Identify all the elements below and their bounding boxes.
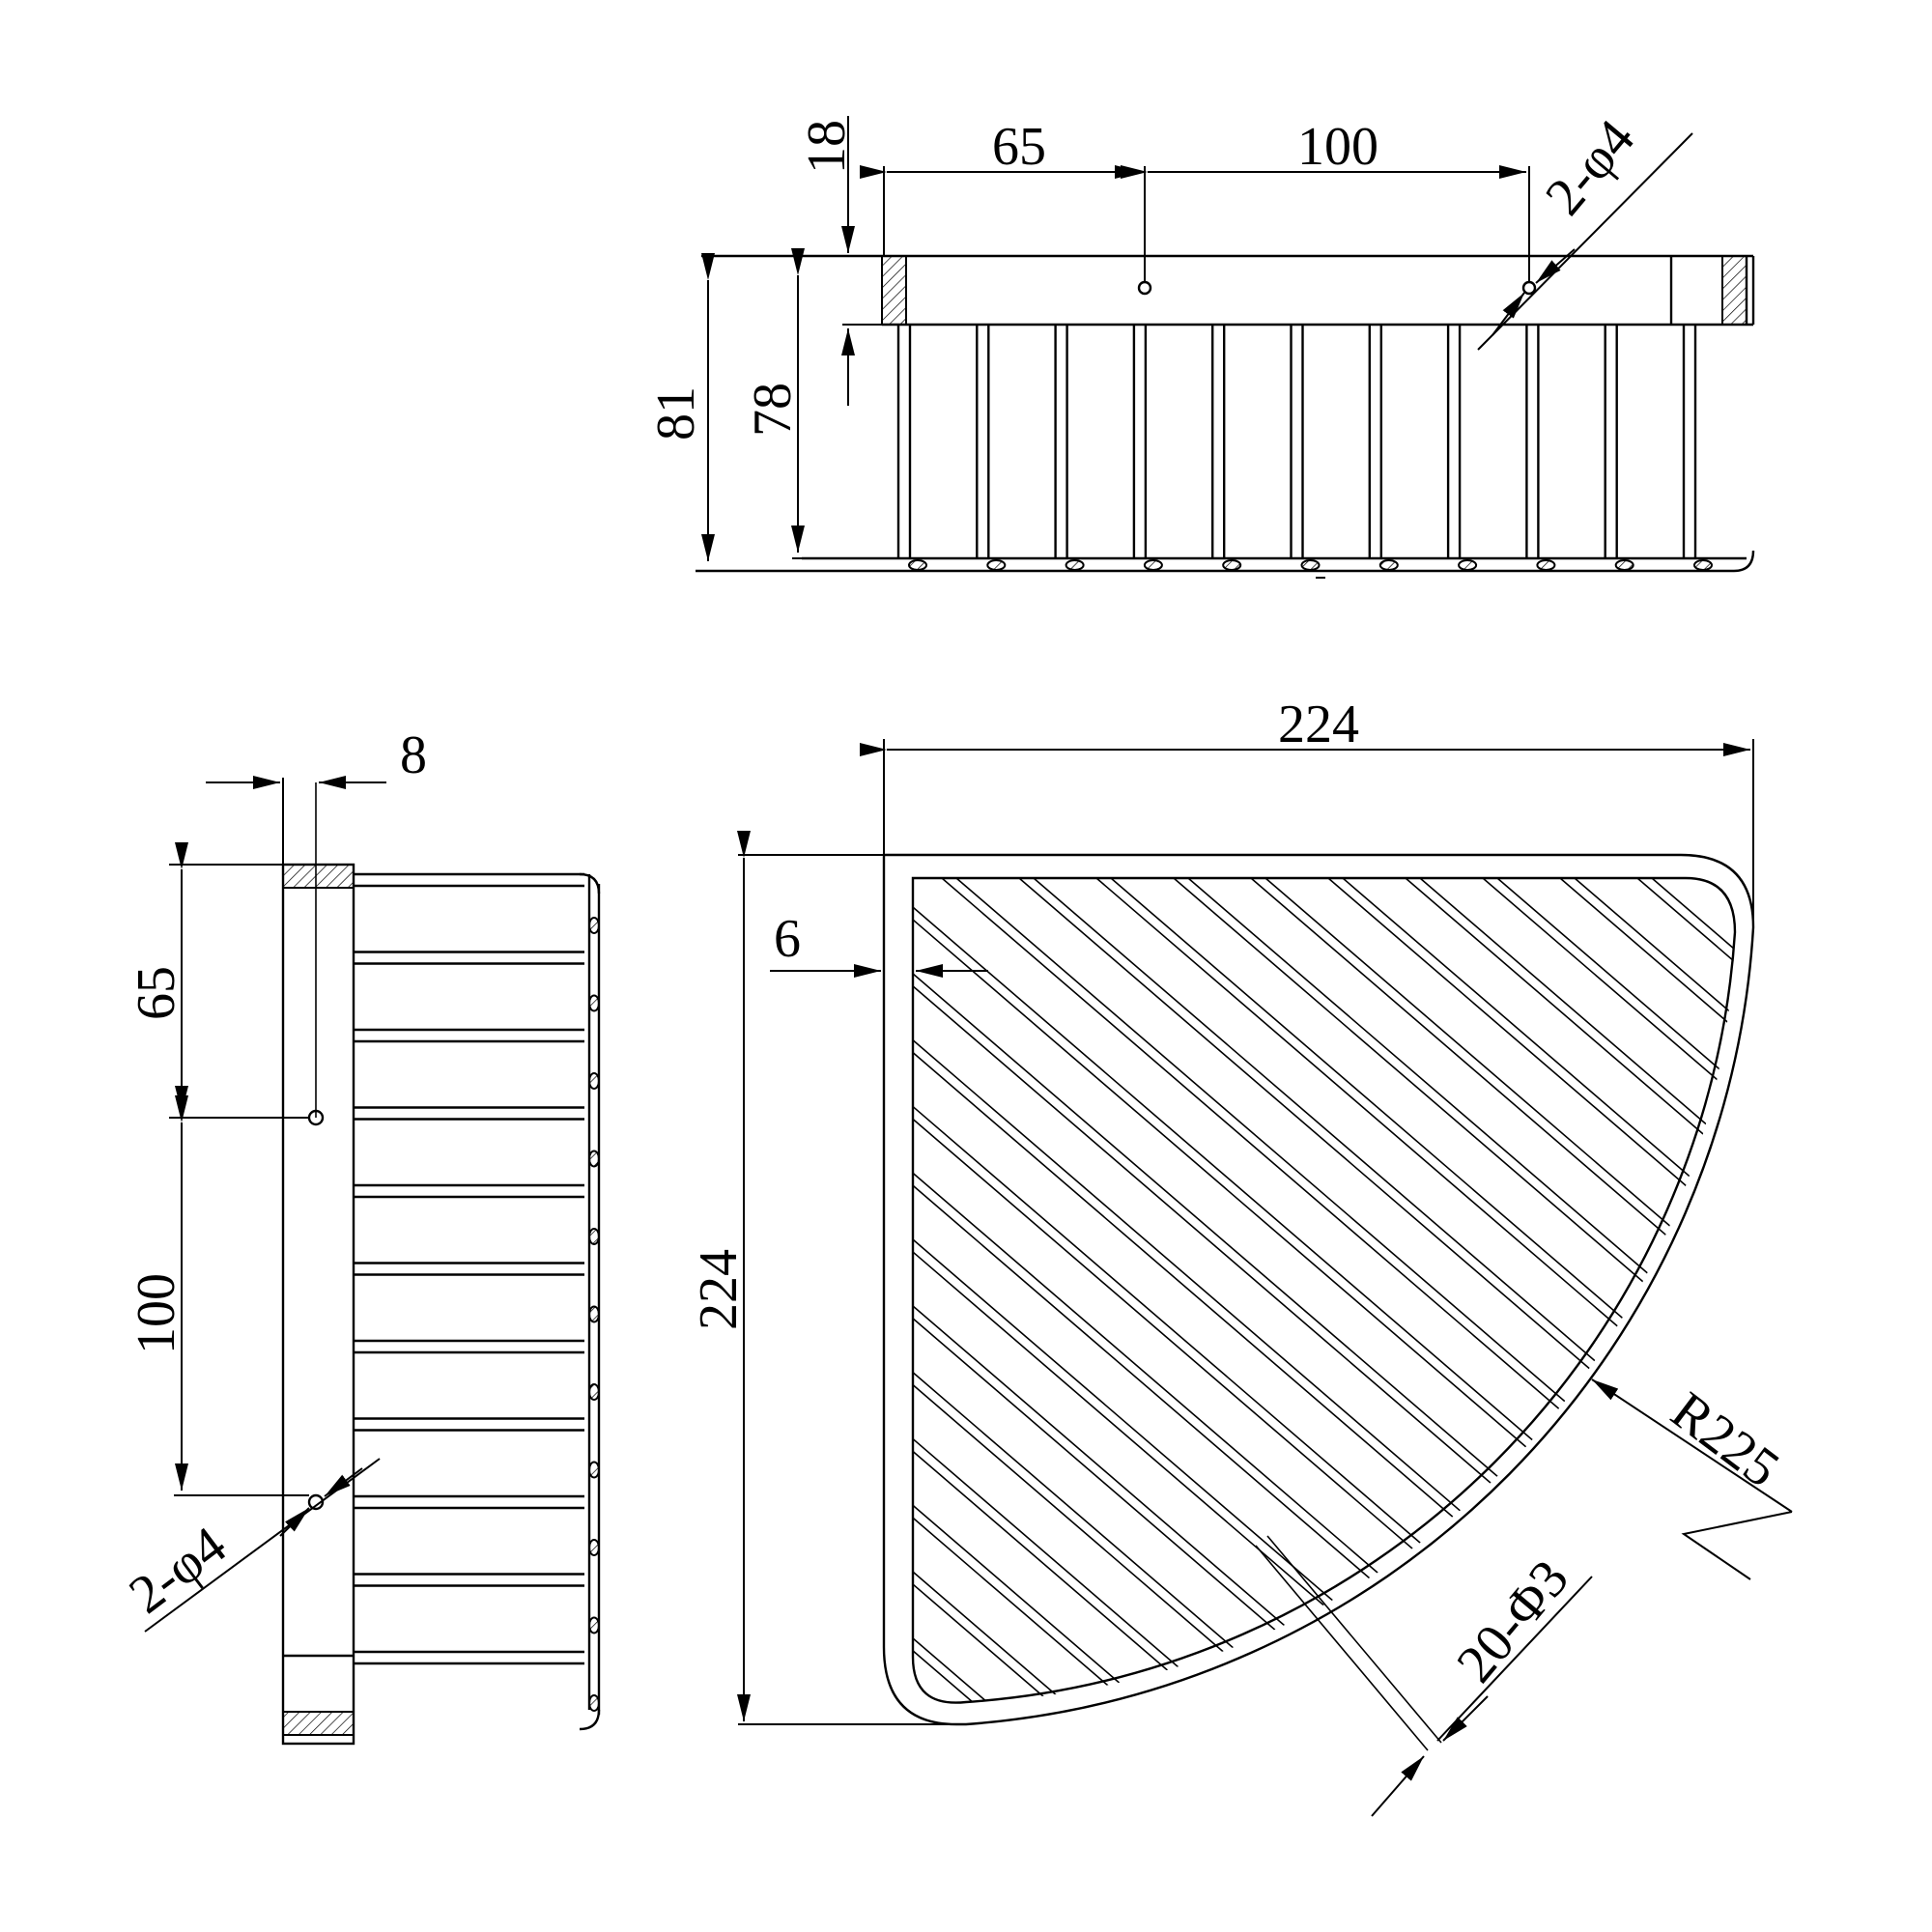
inner-rim (911, 876, 1737, 1704)
dim-holes-side: 2-φ4 (119, 1516, 238, 1626)
dim-holes-front: 2-φ4 (1534, 109, 1646, 227)
dim-top-depth: 224 (689, 1249, 749, 1330)
mount-hole-icon (1137, 280, 1152, 296)
mount-hole-icon (307, 1493, 325, 1511)
dim-side-hole-offset: 65 (127, 966, 186, 1020)
dim-rail-height: 18 (797, 120, 857, 174)
front-view: 81 78 18 65 100 2-φ4 (646, 109, 1755, 579)
dim-radius: R225 (1661, 1380, 1790, 1499)
side-view: 8 65 100 2-φ4 (119, 725, 601, 1746)
dim-overall-height: 81 (646, 386, 706, 440)
dim-rail-thickness: 8 (400, 725, 427, 785)
dim-inner-height: 78 (743, 383, 803, 437)
dim-side-hole-spacing: 100 (127, 1273, 186, 1354)
dim-rim-offset: 6 (774, 909, 801, 969)
dim-wires: 20-Φ3 (1445, 1549, 1580, 1694)
dim-hole-spacing: 100 (1297, 117, 1378, 177)
mount-hole-icon (1521, 280, 1537, 296)
dim-hole-offset: 65 (992, 117, 1046, 177)
dim-top-width: 224 (1278, 695, 1359, 754)
